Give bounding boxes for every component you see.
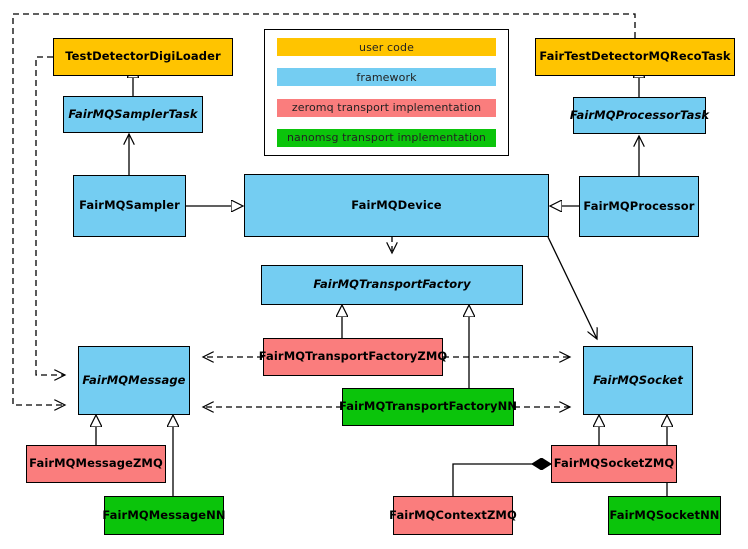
legend-row-framework: framework (277, 68, 496, 87)
class-box-fairmqmessage[interactable]: FairMQMessage (78, 346, 190, 415)
class-box-fairmqtransportfactorynn[interactable]: FairMQTransportFactoryNN (338, 388, 518, 426)
class-label-fairmqsocket: FairMQSocket (593, 372, 683, 387)
class-label-fairmqsocketzmq: FairMQSocketZMQ (553, 456, 675, 471)
class-label-fairmqmessagezmq: FairMQMessageZMQ (29, 456, 163, 471)
class-box-fairtestdetectormqrecotask[interactable]: FairTestDetectorMQRecoTask (535, 38, 735, 76)
legend-row-nanomsg: nanomsg transport implementation (277, 128, 496, 147)
class-box-fairmqsocketzmq[interactable]: FairMQSocketZMQ (551, 445, 677, 483)
class-box-fairmqsamplertask[interactable]: FairMQSamplerTask (63, 96, 203, 133)
class-box-fairmqtransportfactory[interactable]: FairMQTransportFactory (261, 265, 523, 305)
class-label-fairmqmessagenn: FairMQMessageNN (102, 507, 226, 522)
class-box-fairmqmessagenn[interactable]: FairMQMessageNN (102, 496, 226, 535)
class-label-fairmqdevice: FairMQDevice (351, 197, 442, 212)
class-label-fairmqtransportfactorynn: FairMQTransportFactoryNN (338, 399, 518, 414)
class-box-fairmqdevice[interactable]: FairMQDevice (244, 174, 549, 237)
class-label-fairmqsampler: FairMQSampler (79, 198, 180, 213)
edge-digiloader-message (35, 56, 65, 375)
legend-label-user-code: user code (359, 40, 414, 54)
legend-row-user-code: user code (277, 38, 496, 56)
class-label-fairmqsamplertask: FairMQSamplerTask (68, 106, 198, 121)
class-box-fairmqprocessortask[interactable]: FairMQProcessorTask (569, 97, 710, 134)
legend-label-nanomsg: nanomsg transport implementation (286, 131, 487, 145)
class-label-testdetectordigiloader: TestDetectorDigiLoader (65, 49, 221, 64)
edge-device-socket (547, 236, 597, 339)
legend-label-framework: framework (356, 70, 417, 84)
legend-row-zeromq: zeromq transport implementation (277, 98, 496, 117)
class-box-testdetectordigiloader[interactable]: TestDetectorDigiLoader (53, 38, 233, 76)
class-box-fairmqsocketnn[interactable]: FairMQSocketNN (608, 496, 721, 535)
class-box-fairmqsampler[interactable]: FairMQSampler (73, 175, 186, 237)
class-label-fairmqtransportfactory: FairMQTransportFactory (313, 277, 471, 292)
class-label-fairmqcontextzmq: FairMQContextZMQ (389, 507, 517, 522)
class-label-fairtestdetectormqrecotask: FairTestDetectorMQRecoTask (539, 49, 731, 64)
class-label-fairmqprocessortask: FairMQProcessorTask (569, 107, 710, 122)
edge-socketzmq-contextzmq (452, 464, 551, 496)
class-box-fairmqcontextzmq[interactable]: FairMQContextZMQ (389, 496, 517, 535)
class-box-fairmqmessagezmq[interactable]: FairMQMessageZMQ (26, 445, 166, 483)
class-box-fairmqprocessor[interactable]: FairMQProcessor (579, 176, 699, 237)
class-label-fairmqtransportfactoryzmq: FairMQTransportFactoryZMQ (258, 349, 448, 364)
class-box-fairmqsocket[interactable]: FairMQSocket (583, 346, 693, 415)
class-box-fairmqtransportfactoryzmq[interactable]: FairMQTransportFactoryZMQ (259, 338, 447, 376)
class-label-fairmqprocessor: FairMQProcessor (583, 198, 695, 213)
class-label-fairmqsocketnn: FairMQSocketNN (609, 507, 720, 522)
legend-label-zeromq: zeromq transport implementation (291, 101, 482, 115)
class-label-fairmqmessage: FairMQMessage (82, 372, 186, 387)
legend-panel: user code framework zeromq transport imp… (264, 29, 509, 156)
